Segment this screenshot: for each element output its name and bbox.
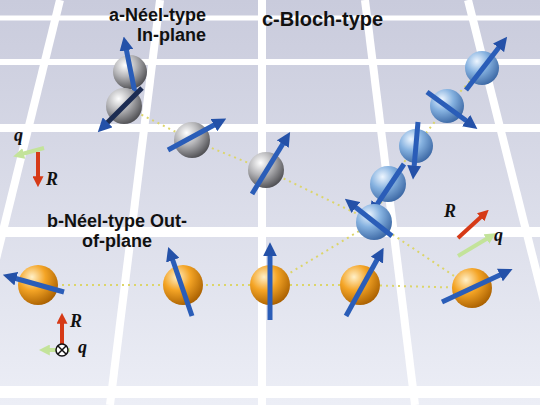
vector-label: q: [78, 338, 98, 358]
vector-label: R: [444, 202, 464, 222]
r-vector-arrow: [60, 322, 64, 344]
orange-sphere: [340, 265, 380, 305]
spin-arrow: [442, 274, 502, 302]
spin-arrow: [346, 258, 378, 316]
chain-dotted-line: [38, 68, 482, 288]
spin-arrow: [427, 92, 468, 122]
spin-arrow: [252, 142, 284, 194]
into-page-cross: [58, 346, 66, 354]
grey-sphere: [106, 88, 142, 124]
blue-spin-chain: [354, 46, 500, 240]
panel-label: c-Bloch-type: [262, 8, 412, 30]
q-vector-arrow: [22, 148, 44, 154]
panel-label: a-Néel-type In-plane: [86, 6, 206, 46]
spin-arrow: [414, 122, 418, 168]
vector-label: q: [494, 226, 514, 246]
into-page-symbol: [56, 344, 68, 356]
vector-label: R: [46, 170, 66, 190]
axis-symbols: [22, 148, 488, 356]
orange-spin-chain: [14, 254, 502, 320]
vector-label: R: [70, 312, 90, 332]
r-vector-arrow: [36, 152, 40, 178]
vector-label: q: [14, 126, 34, 146]
spin-arrow: [106, 88, 142, 124]
q-vector-arrow: [458, 238, 488, 256]
spin-arrow: [466, 46, 500, 90]
spin-arrow: [354, 206, 392, 236]
spin-arrow: [376, 164, 404, 206]
spin-arrow: [268, 254, 273, 320]
panel-label: b-Néel-type Out-of-plane: [44, 212, 190, 252]
spin-arrow: [168, 124, 216, 150]
r-vector-arrow: [458, 216, 482, 238]
spin-arrow: [14, 278, 64, 292]
grey-spin-chain: [106, 48, 284, 194]
spin-arrow: [172, 258, 192, 316]
